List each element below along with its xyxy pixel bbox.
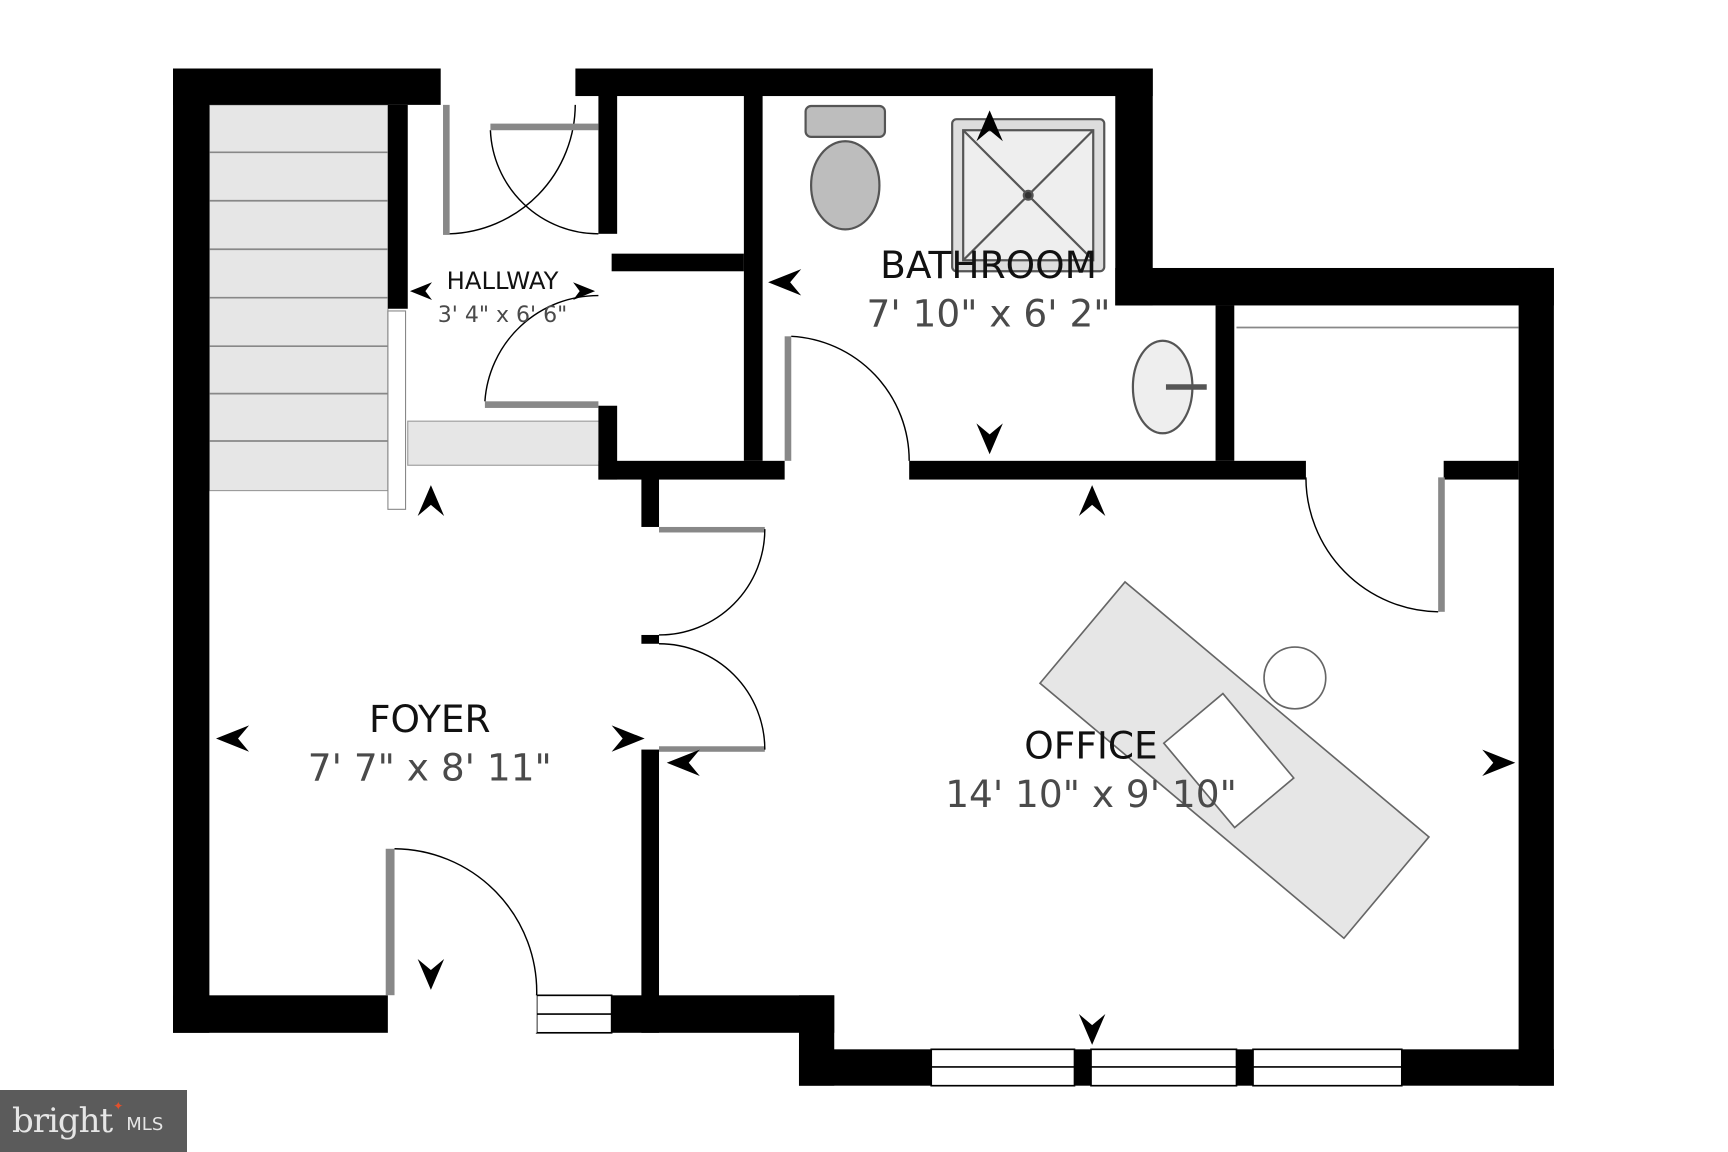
windows [440,68,1403,1087]
toilet [804,104,887,231]
desk [1038,580,1431,940]
bathroom-dims: 7' 10" x 6' 2" [867,291,1111,335]
doors [385,104,1445,1033]
logo-suffix: MLS [126,1114,164,1135]
logo-brand: bright [12,1101,113,1141]
hallway-name: HALLWAY [447,266,559,295]
logo-accent-icon: ✦ [113,1099,124,1113]
office-name: OFFICE [1024,723,1157,767]
bright-mls-logo: bright ✦ MLS [0,1090,187,1152]
office-dims: 14' 10" x 9' 10" [945,772,1237,816]
walls [173,68,1554,1086]
sink [1131,339,1207,435]
foyer-dims: 7' 7" x 8' 11" [308,745,552,789]
direction-arrows [216,110,1516,1045]
shower [951,118,1106,273]
foyer-name: FOYER [369,697,491,741]
bathroom-name: BATHROOM [880,243,1097,287]
hallway-dims: 3' 4" x 6' 6" [438,303,568,328]
staircase [208,104,602,510]
